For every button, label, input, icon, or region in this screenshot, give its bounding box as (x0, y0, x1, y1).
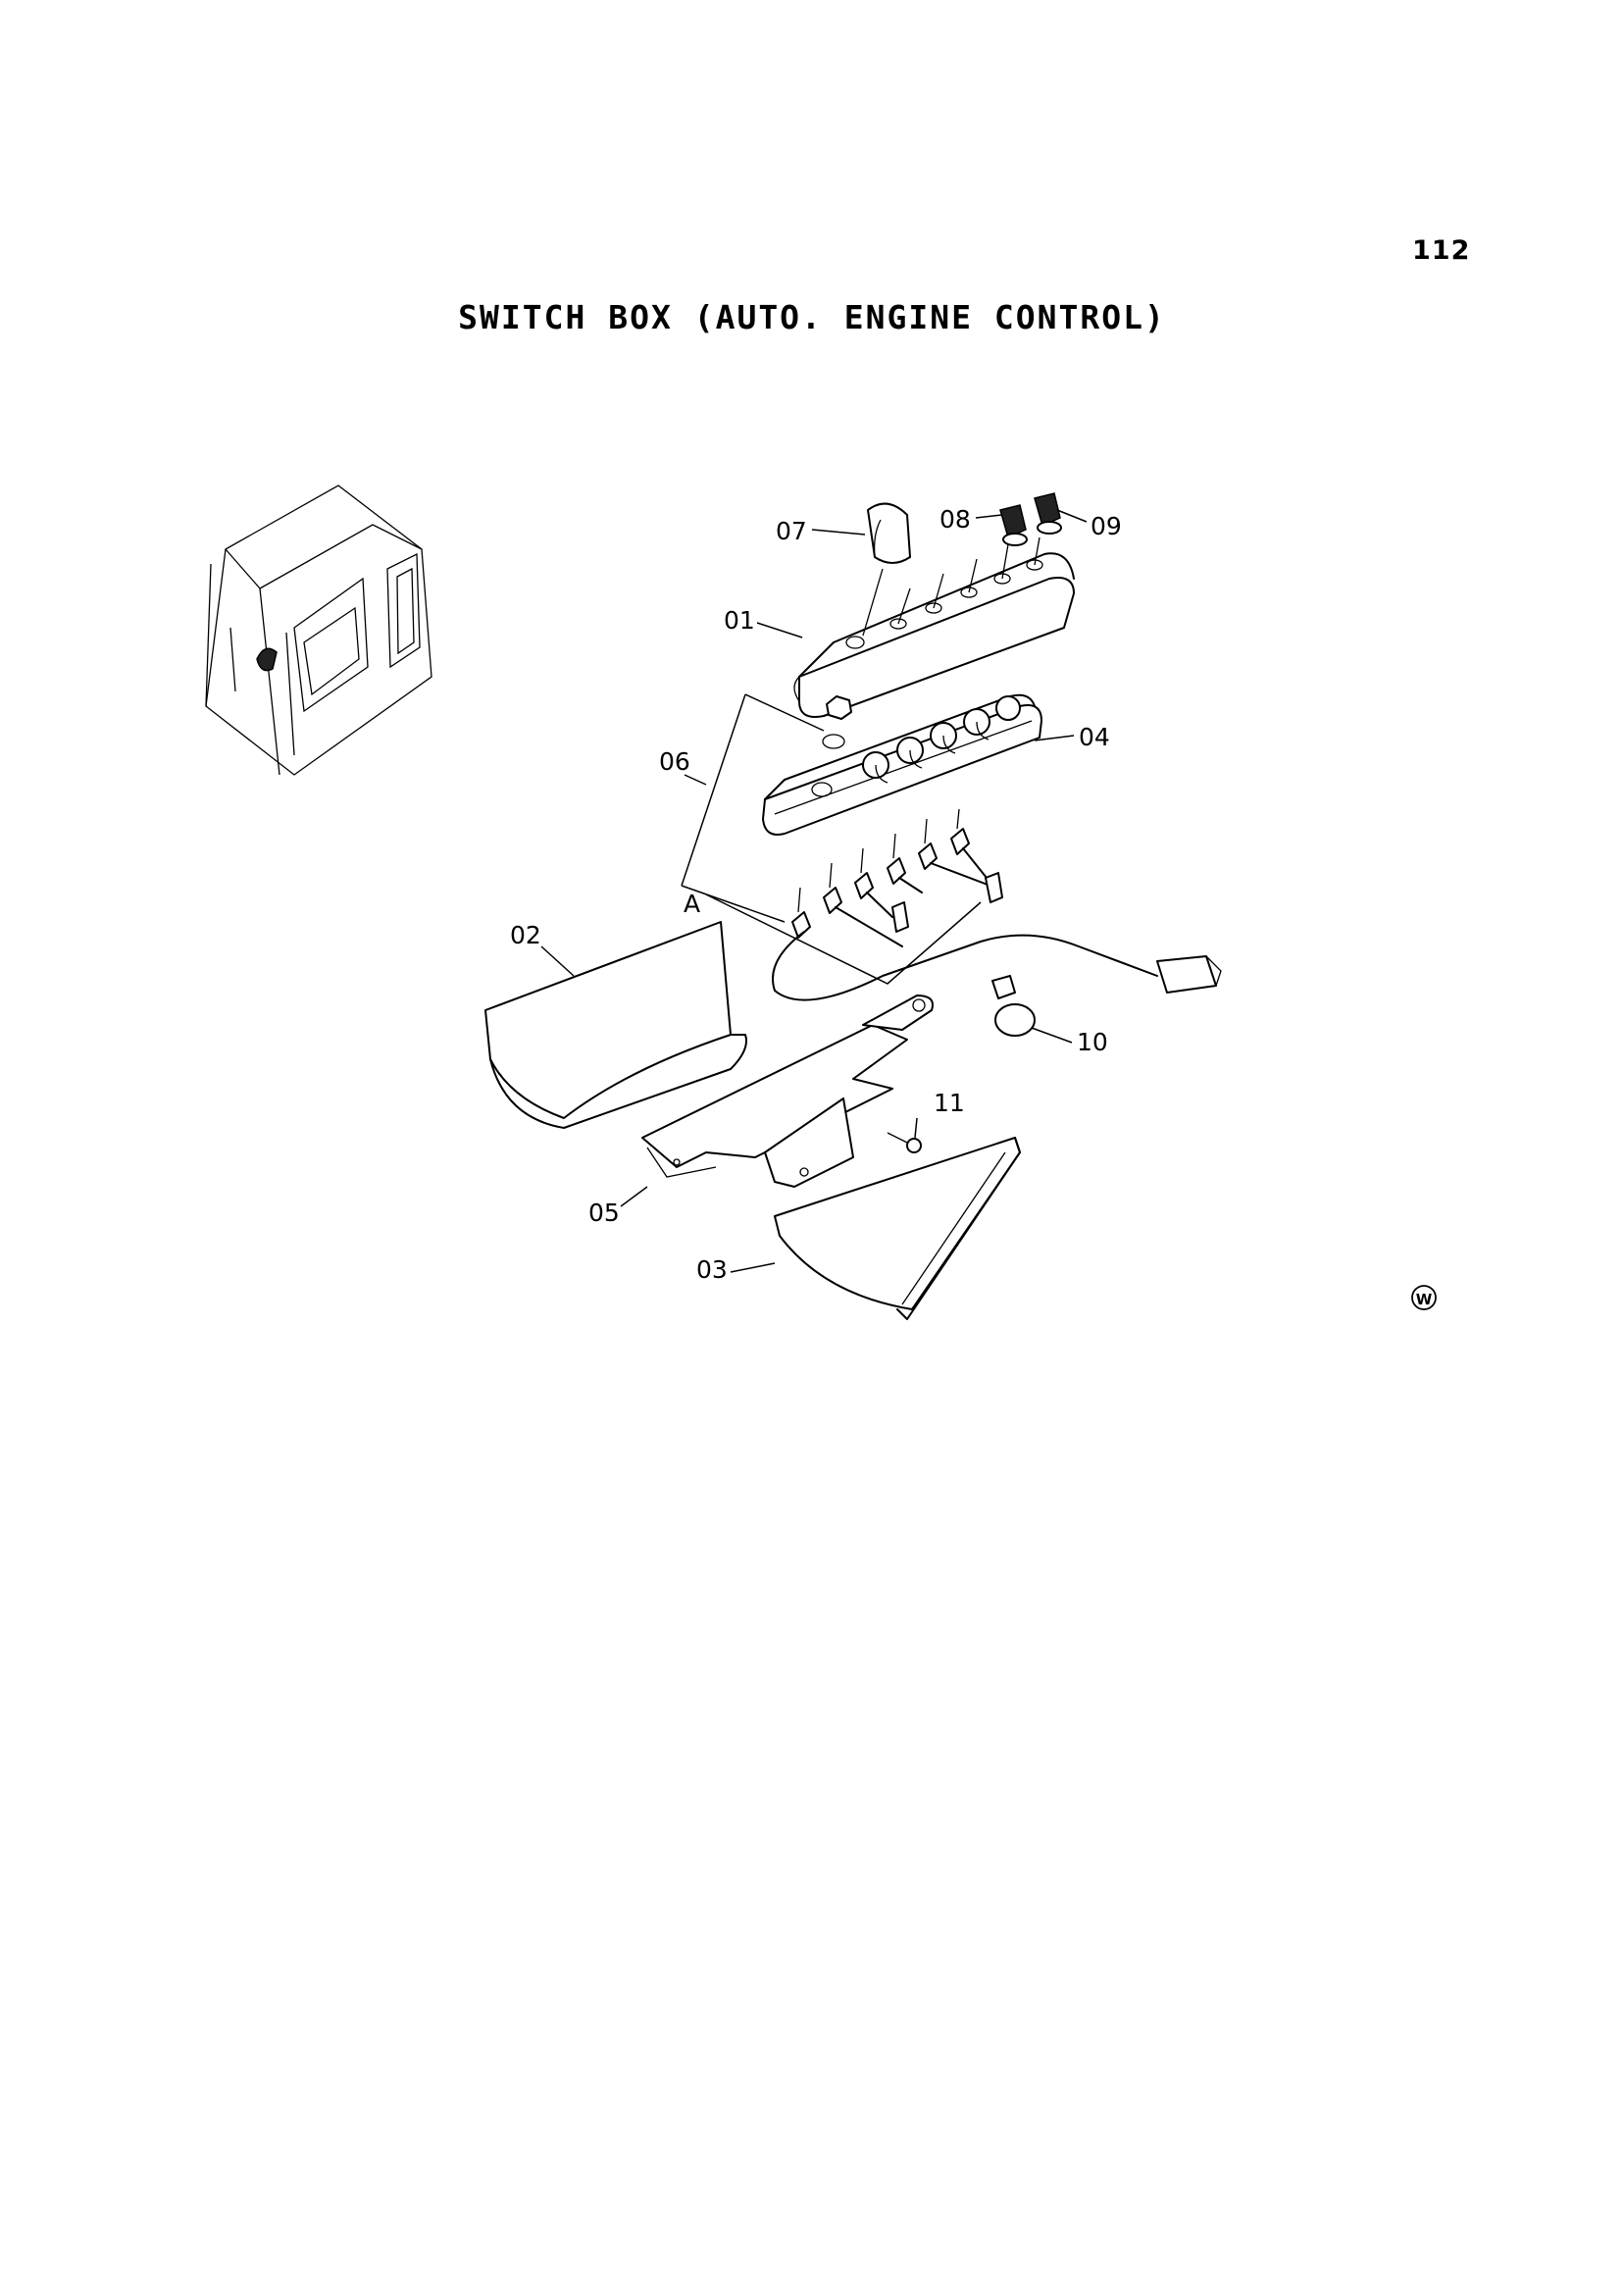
part-01-upper-cover (793, 536, 1075, 718)
callout-04: 04 (1079, 723, 1110, 751)
callout-03: 03 (696, 1255, 728, 1284)
leader-lines (540, 509, 1088, 1273)
callout-07: 07 (776, 517, 807, 545)
callout-a: A (684, 890, 700, 918)
switch-harness (772, 808, 1222, 1001)
part-09-knob (1034, 492, 1062, 535)
callout-11: 11 (934, 1089, 965, 1117)
part-08-knob (999, 504, 1028, 546)
callout-06: 06 (659, 747, 690, 776)
callout-10: 10 (1077, 1028, 1108, 1056)
page-title: SWITCH BOX (AUTO. ENGINE CONTROL) (458, 298, 1166, 336)
callout-05: 05 (588, 1199, 620, 1227)
callout-08: 08 (939, 505, 971, 534)
part-04-switch-panel (762, 693, 1042, 836)
part-05-bracket-plate (641, 995, 934, 1188)
part-10-clamp (991, 975, 1036, 1037)
page-number: 112 (1412, 235, 1471, 266)
w-mark-letter: W (1416, 1291, 1433, 1308)
cab-locator-icon (205, 485, 432, 776)
part-11-screw (887, 1132, 922, 1153)
callout-09: 09 (1091, 512, 1122, 540)
part-06-nut-washer (822, 695, 852, 749)
w-mark-icon: W (1411, 1285, 1437, 1310)
detail-a-bracket (681, 693, 982, 985)
part-07-knob (867, 502, 911, 564)
part-02-front-panel (484, 921, 747, 1129)
part-03-rear-panel (774, 1137, 1021, 1320)
callout-02: 02 (510, 921, 541, 949)
callout-01: 01 (724, 606, 755, 635)
